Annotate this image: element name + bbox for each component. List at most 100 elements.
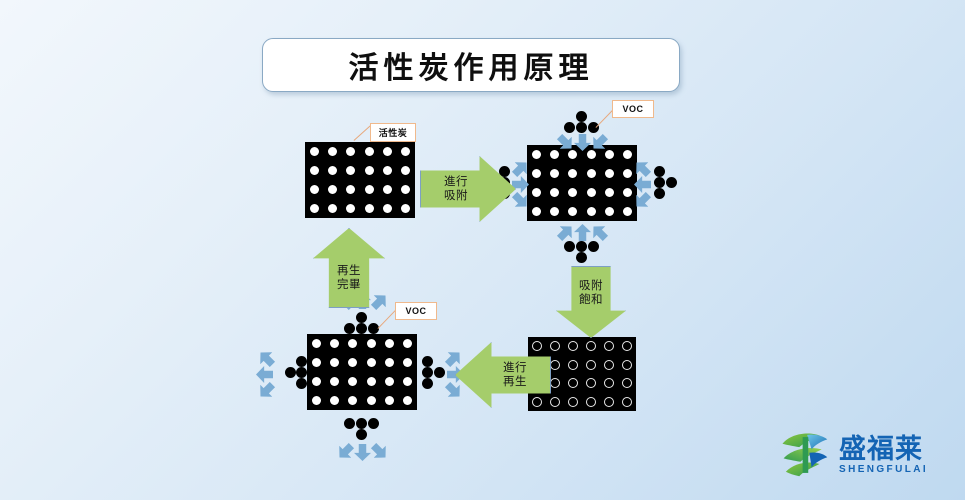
voc-molecule [576,252,587,263]
pore [586,150,596,159]
pore [531,150,541,159]
pore [311,358,321,367]
pore-saturated [568,396,578,407]
pore-saturated [568,378,578,389]
voc-molecule [356,312,367,323]
callout-activated-carbon: 活性炭 [370,123,416,142]
voc-molecule [654,177,665,188]
pore-saturated [550,359,560,370]
pore-grid-adsorbing [527,145,637,221]
pore [348,396,358,405]
pore [531,207,541,216]
pore [623,207,633,216]
voc-molecule [564,122,575,133]
callout-voc-top: VOC [612,100,654,118]
pore [604,169,614,178]
logo-text: 盛福莱 SHENGFULAI [839,435,928,476]
pore-saturated [622,396,632,407]
pore [604,188,614,197]
flow-arrow-icon [254,346,278,370]
process-arrow-regenerate-label: 進行 再生 [503,362,527,388]
flow-arrow-icon [441,378,465,402]
voc-molecule [356,429,367,440]
voc-molecule [434,367,445,378]
voc-molecule [285,367,296,378]
voc-molecule [422,378,433,389]
voc-molecule [368,418,379,429]
callout-voc-bottom: VOC [395,302,437,320]
pore [348,358,358,367]
pore [364,185,374,194]
pore [401,166,411,175]
pore [568,169,578,178]
pore [382,147,392,156]
voc-molecule [296,378,307,389]
pore [382,204,392,213]
pore-saturated [568,341,578,352]
pore [346,185,356,194]
callout-leader-line [377,310,396,330]
pore-saturated [622,378,632,389]
pore-saturated [604,378,614,389]
pore [403,377,413,386]
pore-saturated [532,341,542,352]
pore-saturated [550,396,560,407]
process-arrow-saturate-label: 吸附 飽和 [579,280,603,306]
pore [346,204,356,213]
process-arrow-done: 再生 完畢 [313,228,385,308]
pore [327,147,337,156]
company-logo: 盛福莱 SHENGFULAI [778,424,958,486]
pore [329,377,339,386]
voc-molecule [356,323,367,334]
pore [364,204,374,213]
pore [382,185,392,194]
pore [329,396,339,405]
logo-swirl-icon [782,433,828,477]
block-regenerating-carbon [307,334,417,410]
pore [311,339,321,348]
pore [604,207,614,216]
pore [348,377,358,386]
process-arrow-saturate: 吸附 飽和 [556,266,626,338]
pore-grid-fresh [305,142,415,218]
pore-grid-regenerating [307,334,417,410]
pore [401,204,411,213]
pore [329,339,339,348]
voc-molecule [422,367,433,378]
pore [586,188,596,197]
pore [531,169,541,178]
pore-saturated [550,341,560,352]
pore-saturated [568,359,578,370]
pore [384,377,394,386]
voc-molecule [588,122,599,133]
pore [384,358,394,367]
pore [348,339,358,348]
voc-molecule [588,241,599,252]
pore-saturated [622,359,632,370]
voc-molecule [296,367,307,378]
flow-arrow-icon [367,289,391,313]
page-title: 活性炭作用原理 [348,51,594,86]
pore-saturated [586,378,596,389]
title-box: 活性炭作用原理 [262,38,680,92]
pore [364,166,374,175]
pore [346,147,356,156]
block-adsorbing-carbon [527,145,637,221]
pore-saturated [622,341,632,352]
pore [401,147,411,156]
pore [604,150,614,159]
flow-arrow-icon [367,439,391,463]
pore [401,185,411,194]
logo-name-en: SHENGFULAI [839,463,928,475]
voc-molecule [654,166,665,177]
callout-leader-line [353,125,371,142]
flow-arrow-icon [254,378,278,402]
voc-molecule [296,356,307,367]
flow-arrow-icon [333,439,357,463]
pore-saturated [586,341,596,352]
voc-molecule [344,323,355,334]
pore [327,185,337,194]
flow-arrow-icon [354,444,371,461]
pore-saturated [550,378,560,389]
